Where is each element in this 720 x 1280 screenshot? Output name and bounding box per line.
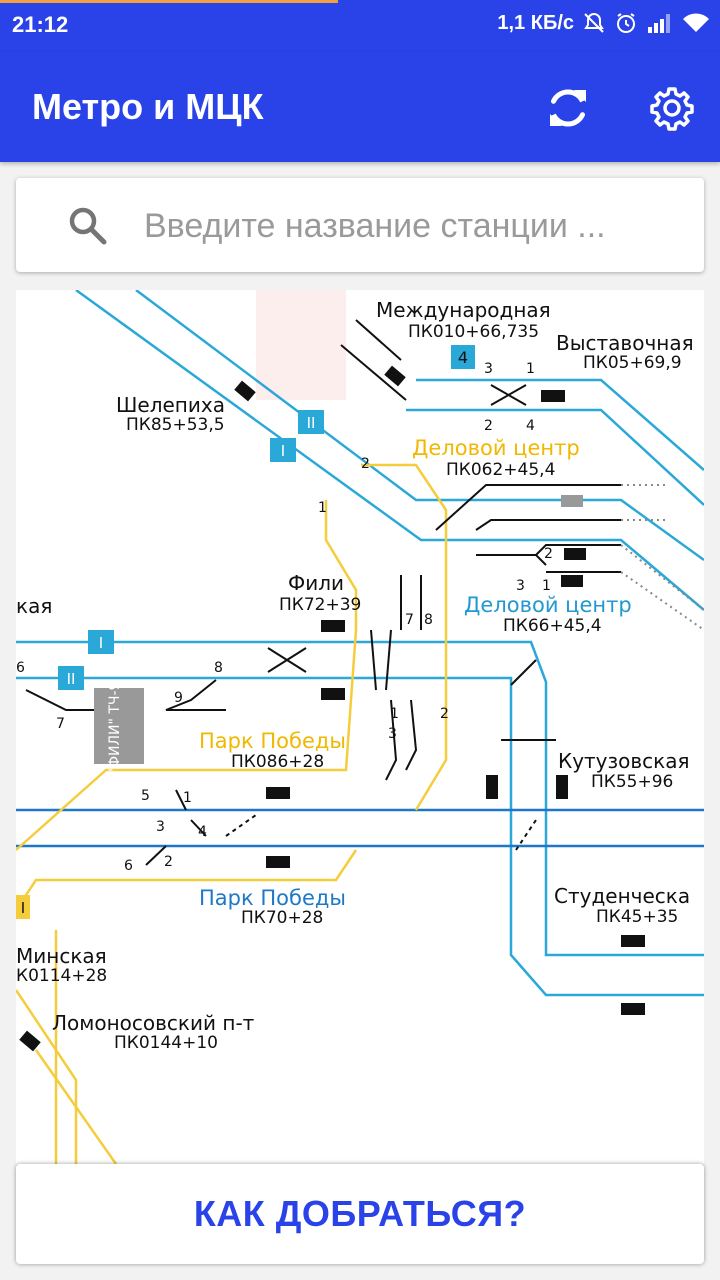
station-fili-pk: ПК72+39 [279, 595, 361, 615]
svg-text:1: 1 [542, 578, 551, 594]
svg-text:8: 8 [424, 612, 433, 628]
search-icon [69, 207, 107, 245]
station-lomonosovsky: Ломоносовский п-т [52, 1011, 255, 1035]
svg-text:9: 9 [174, 690, 183, 706]
track-numbers: 3 1 2 4 2 1 2 3 1 7 8 6 8 9 7 1 2 3 5 1 … [16, 361, 553, 874]
svg-text:I: I [281, 442, 285, 460]
station-delovoy-tsentr-yellow: Деловой центр [412, 436, 580, 460]
station-park-pobedy-yellow: Парк Победы [199, 729, 346, 753]
search-bar [16, 178, 704, 272]
station-shelepikha: Шелепиха [116, 393, 225, 417]
station-mezhdunarodnaya: Международная [376, 298, 551, 322]
station-park-pobedy-blue: Парк Победы [199, 886, 346, 910]
svg-text:I: I [99, 634, 103, 652]
station-shelepikha-pk: ПК85+53,5 [126, 415, 225, 435]
svg-text:6: 6 [124, 858, 133, 874]
svg-text:7: 7 [405, 612, 414, 628]
platform-marks [19, 365, 645, 1052]
dark-blue-lines [16, 808, 704, 848]
service-tracks [25, 319, 704, 866]
svg-text:II: II [67, 670, 76, 688]
metro-map[interactable]: 4 II I I II I "ФИЛИ" ТЧ-9 Международная … [16, 290, 704, 1164]
svg-text:3: 3 [388, 726, 397, 742]
line-badge-i-yellow [16, 895, 30, 919]
svg-text:4: 4 [198, 824, 207, 840]
station-studencheskaya: Студенческа [554, 884, 690, 908]
svg-text:3: 3 [156, 819, 165, 835]
status-bar: 21:12 1,1 КБ/с [0, 0, 720, 52]
svg-text:1: 1 [318, 500, 327, 516]
station-fili: Фили [288, 571, 344, 595]
station-labels: Международная ПК010+66,735 Выставочная П… [16, 298, 694, 1053]
line-badge-ii-top [298, 410, 324, 434]
gear-icon [650, 87, 694, 131]
wifi-icon [682, 12, 710, 34]
station-vystavochnaya: Выставочная [556, 331, 694, 355]
svg-text:2: 2 [361, 456, 370, 472]
svg-text:2: 2 [484, 418, 493, 434]
station-studencheskaya-pk: ПК45+35 [596, 907, 678, 927]
yellow-lines [16, 463, 448, 1164]
signal-icon [646, 12, 674, 34]
svg-text:8: 8 [214, 660, 223, 676]
station-mezhdunarodnaya-pk: ПК010+66,735 [408, 322, 539, 342]
svg-text:I: I [21, 899, 25, 917]
station-minskaya: Минская [16, 944, 107, 968]
blue-lines [16, 290, 704, 997]
line-badges: 4 II I I II I [16, 345, 475, 919]
station-delovoy-tsentr-blue-pk: ПК66+45,4 [503, 616, 602, 636]
alarm-off-icon [582, 11, 606, 35]
status-icons: 1,1 КБ/с [497, 11, 710, 35]
station-left-cut: кая [16, 594, 52, 618]
station-park-pobedy-yellow-pk: ПК086+28 [231, 752, 324, 772]
svg-text:"ФИЛИ" ТЧ-9: "ФИЛИ" ТЧ-9 [107, 682, 123, 775]
depot-fili: "ФИЛИ" ТЧ-9 [94, 682, 144, 775]
search-input[interactable] [142, 198, 696, 254]
network-speed: 1,1 КБ/с [497, 11, 574, 34]
svg-text:6: 6 [16, 660, 25, 676]
how-to-get-label: КАК ДОБРАТЬСЯ? [193, 1193, 527, 1234]
map-background-highlight [256, 290, 346, 400]
line-badge-ii-mid [58, 666, 84, 690]
station-delovoy-tsentr-blue: Деловой центр [464, 593, 632, 617]
station-kutuzovskaya: Кутузовская [558, 749, 690, 773]
station-lomonosovsky-pk: ПК0144+10 [114, 1033, 218, 1053]
svg-text:1: 1 [183, 790, 192, 806]
app-title: Метро и МЦК [32, 86, 264, 127]
app-bar: Метро и МЦК [0, 52, 720, 162]
alarm-clock-icon [614, 11, 638, 35]
svg-text:2: 2 [544, 546, 553, 562]
svg-text:2: 2 [164, 854, 173, 870]
refresh-icon [550, 89, 586, 127]
svg-text:II: II [307, 414, 316, 432]
svg-text:4: 4 [526, 418, 535, 434]
status-progress-indicator [0, 0, 338, 3]
settings-button[interactable] [644, 80, 700, 136]
svg-text:3: 3 [516, 578, 525, 594]
svg-text:4: 4 [458, 348, 468, 367]
svg-text:1: 1 [390, 706, 399, 722]
station-kutuzovskaya-pk: ПК55+96 [591, 772, 673, 792]
station-delovoy-tsentr-yellow-pk: ПК062+45,4 [446, 460, 555, 480]
station-minskaya-pk: К0114+28 [16, 966, 107, 986]
station-vystavochnaya-pk: ПК05+69,9 [583, 353, 682, 373]
refresh-button[interactable] [540, 80, 596, 136]
station-park-pobedy-blue-pk: ПК70+28 [241, 908, 323, 928]
line-badge-i-mid [88, 630, 114, 654]
line-badge-4 [451, 345, 475, 369]
svg-text:5: 5 [141, 788, 150, 804]
line-badge-i-top [270, 438, 296, 462]
svg-text:2: 2 [440, 706, 449, 722]
status-time: 21:12 [12, 12, 69, 37]
svg-text:3: 3 [484, 361, 493, 377]
svg-text:7: 7 [56, 716, 65, 732]
how-to-get-button[interactable]: КАК ДОБРАТЬСЯ? [16, 1164, 704, 1264]
svg-text:1: 1 [526, 361, 535, 377]
